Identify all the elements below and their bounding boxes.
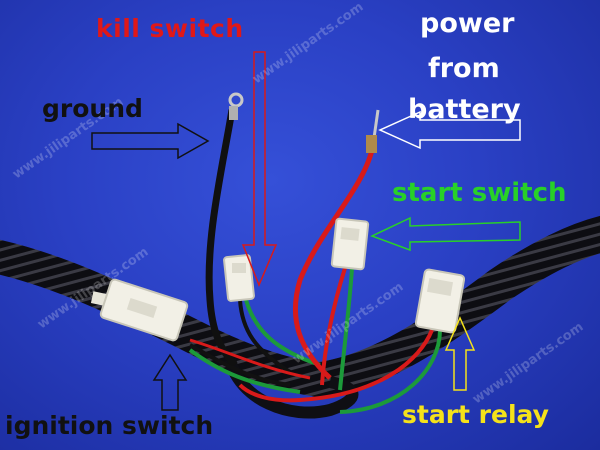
kill-switch-label: kill switch	[96, 14, 244, 43]
power-label-line2: from	[428, 53, 500, 84]
ground-label: ground	[42, 94, 143, 123]
kill-switch-arrow	[241, 51, 278, 287]
start-switch-arrow	[370, 216, 521, 252]
power-label-line1: power	[420, 8, 515, 39]
harness-sleeve-right	[302, 215, 600, 398]
start-switch-label: start switch	[392, 178, 567, 208]
ignition-wire-green	[188, 348, 301, 394]
kill-switch-connector	[223, 254, 255, 302]
ignition-wire-red	[189, 338, 311, 380]
start-relay-label: start relay	[402, 400, 549, 429]
start-switch-wire-red	[320, 267, 347, 386]
start-switch-wire-green	[338, 267, 354, 391]
start-switch-connector	[330, 217, 370, 271]
kill-switch-wire-black	[238, 299, 292, 374]
ignition-connector	[90, 278, 189, 342]
ground-ring-terminal	[228, 92, 244, 108]
ignition-wire-black	[189, 343, 291, 387]
relay-wire-red	[238, 329, 434, 403]
power-wire	[292, 149, 375, 380]
start-relay-arrow	[444, 316, 476, 391]
power-arrow	[378, 110, 521, 150]
ignition-switch-label: ignition switch	[5, 411, 214, 440]
power-label-line3: battery	[408, 94, 521, 125]
start-relay-connector	[414, 268, 466, 334]
ignition-switch-arrow	[152, 353, 188, 411]
ground-arrow	[91, 122, 210, 160]
ground-wire	[205, 109, 238, 368]
relay-wire-green	[339, 329, 442, 414]
kill-switch-wire-green	[244, 299, 321, 367]
